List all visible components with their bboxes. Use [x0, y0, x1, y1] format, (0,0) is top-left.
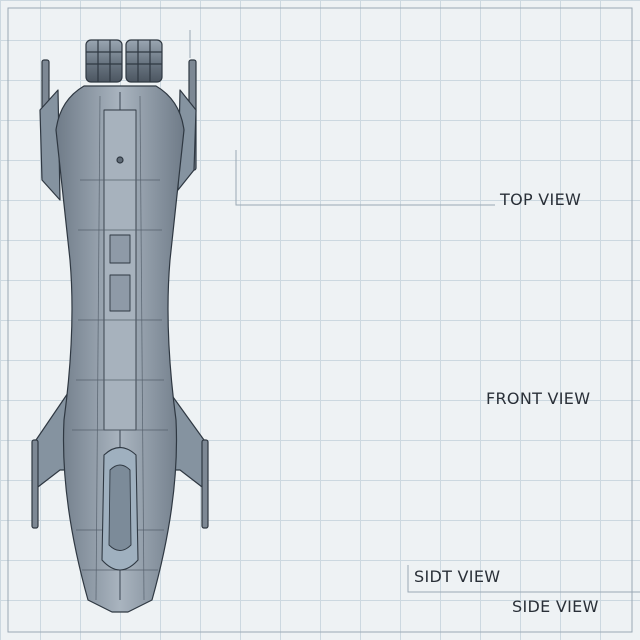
frame-lines [7, 7, 640, 633]
side-view-label: SIDE VIEW [512, 597, 599, 616]
misprinted-view-label: SIDT VIEW [414, 567, 501, 586]
plan-view-ship [31, 39, 209, 613]
top-view-label: TOP VIEW [500, 190, 582, 209]
plan-engine-right [125, 39, 163, 83]
plan-engine-left [85, 39, 123, 83]
front-view-label: FRONT VIEW [486, 389, 591, 408]
